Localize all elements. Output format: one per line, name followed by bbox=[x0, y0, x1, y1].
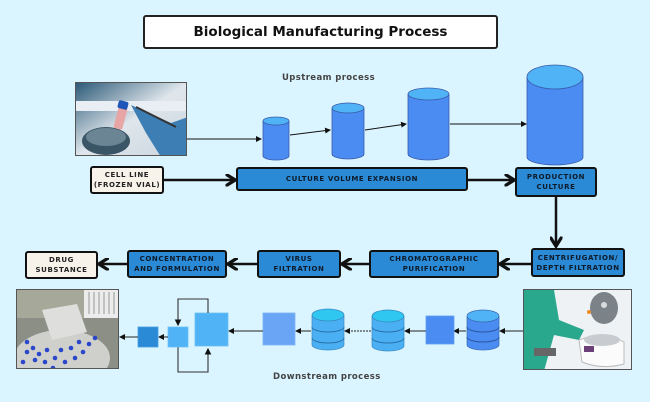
vessel-large bbox=[407, 87, 450, 161]
chromatographic-purification-box: CHROMATOGRAPHIC PURIFICATION bbox=[369, 250, 499, 278]
vial-filling-machine-photo bbox=[16, 289, 119, 369]
arrow-vessel-1-to-2 bbox=[289, 127, 331, 136]
production-culture-box: PRODUCTION CULTURE bbox=[515, 167, 597, 197]
final-unit bbox=[137, 326, 159, 348]
column-3 bbox=[311, 308, 345, 351]
cell-line-box: CELL LINE (FROZEN VIAL) bbox=[90, 166, 164, 194]
drug-substance-box: DRUG SUBSTANCE bbox=[25, 251, 98, 279]
filter-unit-2 bbox=[262, 312, 296, 346]
column-2 bbox=[371, 309, 405, 352]
centrifuge-photo bbox=[523, 289, 632, 370]
frozen-vial-photo bbox=[75, 82, 187, 156]
vessel-medium bbox=[331, 102, 365, 160]
downstream-process-label: Downstream process bbox=[273, 372, 381, 382]
culture-volume-expansion-box: CULTURE VOLUME EXPANSION bbox=[236, 167, 468, 191]
vessel-small bbox=[262, 116, 290, 161]
filter-unit-1 bbox=[425, 315, 455, 345]
arrow-vessel-2-to-3 bbox=[364, 121, 407, 131]
recirculation-loop-bottom bbox=[177, 346, 212, 373]
tff-unit-large bbox=[194, 312, 229, 347]
centrifugation-depth-filtration-box: CENTRIFUGATION/ DEPTH FILTRATION bbox=[531, 248, 625, 277]
column-1 bbox=[466, 309, 500, 351]
virus-filtration-box: VIRUS FILTRATION bbox=[257, 250, 341, 278]
vessel-production bbox=[526, 64, 584, 166]
upstream-process-label: Upstream process bbox=[282, 73, 376, 83]
tff-unit-small bbox=[167, 326, 189, 348]
recirculation-loop-top bbox=[174, 298, 209, 327]
diagram-title: Biological Manufacturing Process bbox=[143, 15, 498, 49]
